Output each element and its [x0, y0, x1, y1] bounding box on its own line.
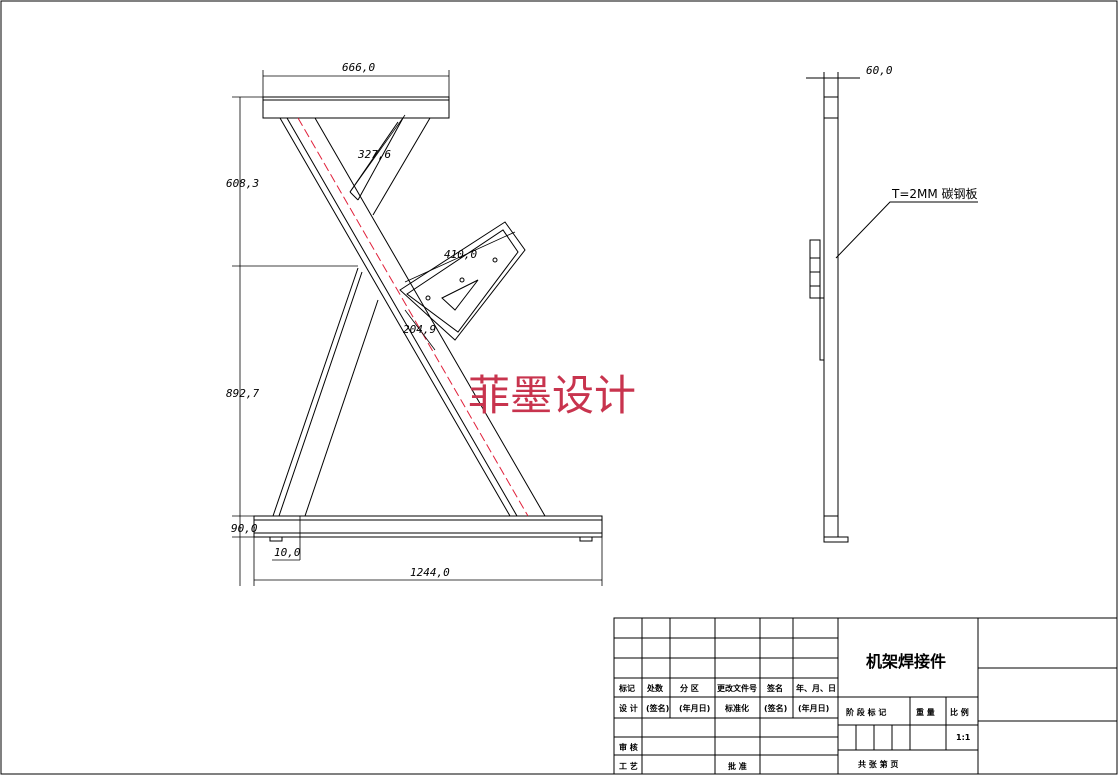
hdr-mark: 标记 — [618, 683, 635, 693]
dim-bottom-height: 892,7 — [226, 387, 259, 400]
dim-bracket-width: 204,9 — [403, 323, 436, 336]
drawing-name: 机架焊接件 — [866, 652, 946, 671]
hdr-count: 处数 — [646, 683, 664, 693]
dim-brace-length: 327,6 — [357, 148, 391, 161]
title-block — [613, 617, 1118, 775]
row-review: 审 核 — [619, 742, 638, 752]
foot-left — [269, 536, 283, 542]
sheets-label: 共 张 第 页 — [858, 759, 898, 769]
foot-right — [579, 536, 593, 542]
row-approve: 批 准 — [728, 761, 747, 771]
hdr-change-doc: 更改文件号 — [717, 683, 757, 693]
row-std-sign: (签名) — [764, 703, 787, 713]
bracket-plate — [399, 221, 526, 341]
dim-bracket-length: 410,0 — [444, 248, 477, 261]
watermark: 菲墨设计 — [468, 371, 636, 420]
weight-header: 重 量 — [916, 707, 935, 717]
stage-mark-header: 阶 段 标 记 — [846, 707, 886, 717]
hdr-sign: 签名 — [766, 683, 783, 693]
row-design-sign: (签名) — [646, 703, 669, 713]
hdr-date: 年、月、日 — [796, 683, 836, 693]
dim-base-height: 90,0 — [231, 522, 258, 535]
top-bar — [262, 96, 450, 119]
row-standardize: 标准化 — [724, 703, 749, 713]
row-design: 设 计 — [619, 703, 638, 713]
scale-value: 1:1 — [956, 733, 971, 742]
scale-header: 比 例 — [950, 707, 969, 717]
material-annotation: T=2MM 碳钢板 — [891, 187, 978, 201]
dim-foot-height: 10,0 — [274, 546, 301, 559]
side-plate — [809, 239, 821, 299]
dim-base-width: 1244,0 — [410, 566, 450, 579]
centerline — [297, 117, 529, 517]
base-bar — [253, 515, 603, 538]
dimension-lines — [232, 70, 603, 586]
hdr-zone: 分 区 — [680, 683, 699, 693]
row-process: 工 艺 — [619, 761, 638, 771]
dim-top-height: 608,3 — [226, 177, 259, 190]
row-design-date: (年月日) — [679, 703, 710, 713]
row-std-date: (年月日) — [798, 703, 829, 713]
side-view — [806, 72, 978, 543]
dim-top-width: 666,0 — [342, 61, 375, 74]
secondary-leg — [272, 117, 431, 517]
front-view — [253, 96, 603, 542]
dim-thickness: 60,0 — [866, 64, 893, 77]
